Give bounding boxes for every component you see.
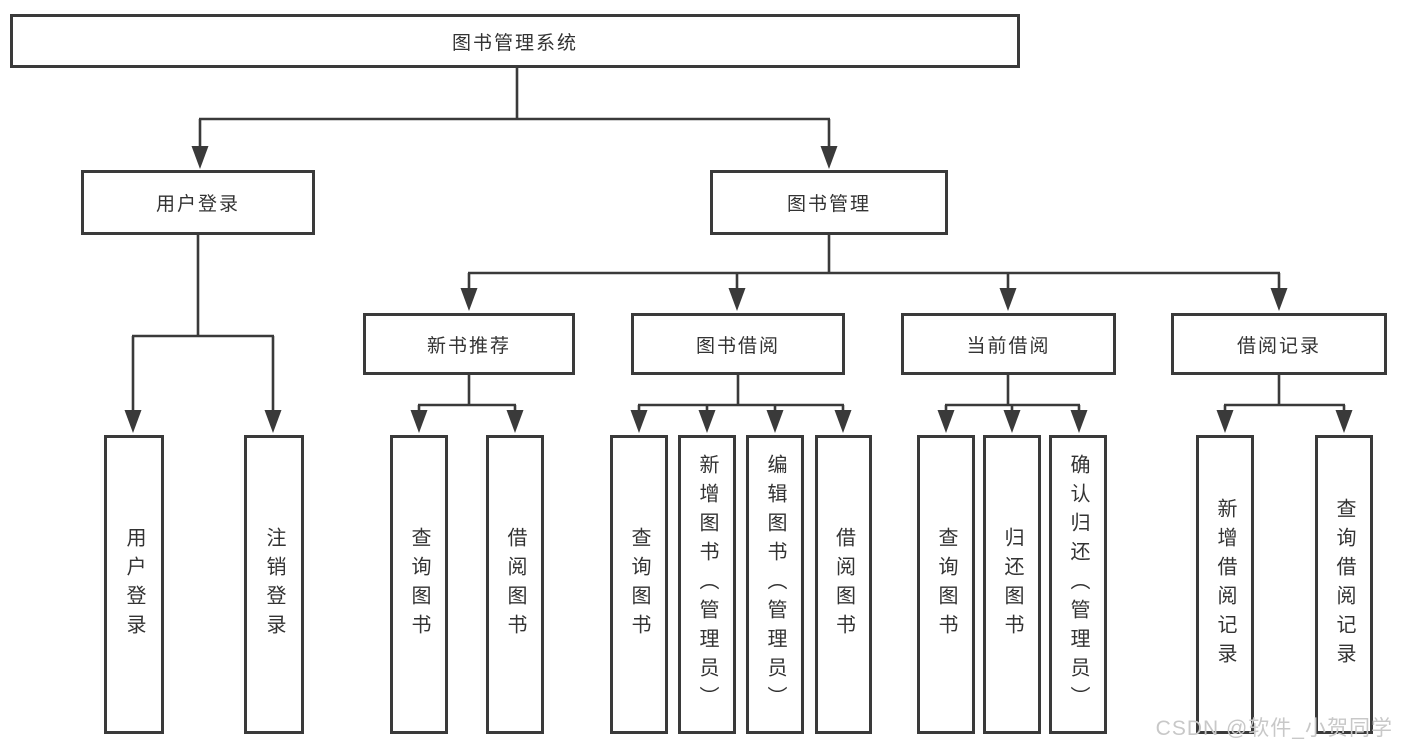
- node-query-books-borrowing: 查询图书: [610, 435, 668, 734]
- node-current-borrowing: 当前借阅: [901, 313, 1116, 375]
- node-user-login: 用户登录: [81, 170, 315, 235]
- node-user-login-leaf: 用户登录: [104, 435, 164, 734]
- node-borrow-books-recommend: 借阅图书: [486, 435, 544, 734]
- node-add-book-admin: 新增图书（管理员）: [678, 435, 736, 734]
- node-logout: 注销登录: [244, 435, 304, 734]
- node-library-system: 图书管理系统: [10, 14, 1020, 68]
- node-book-borrowing: 图书借阅: [631, 313, 845, 375]
- node-book-management: 图书管理: [710, 170, 948, 235]
- node-confirm-return-admin: 确认归还（管理员）: [1049, 435, 1107, 734]
- node-return-book: 归还图书: [983, 435, 1041, 734]
- node-query-borrow-record: 查询借阅记录: [1315, 435, 1373, 734]
- csdn-watermark: CSDN @软件_小贺同学: [1155, 717, 1393, 740]
- node-query-books-recommend: 查询图书: [390, 435, 448, 734]
- node-borrowing-records: 借阅记录: [1171, 313, 1387, 375]
- node-borrow-books-borrowing: 借阅图书: [815, 435, 872, 734]
- node-add-borrow-record: 新增借阅记录: [1196, 435, 1254, 734]
- node-new-book-recommend: 新书推荐: [363, 313, 575, 375]
- node-query-books-current: 查询图书: [917, 435, 975, 734]
- node-edit-book-admin: 编辑图书（管理员）: [746, 435, 804, 734]
